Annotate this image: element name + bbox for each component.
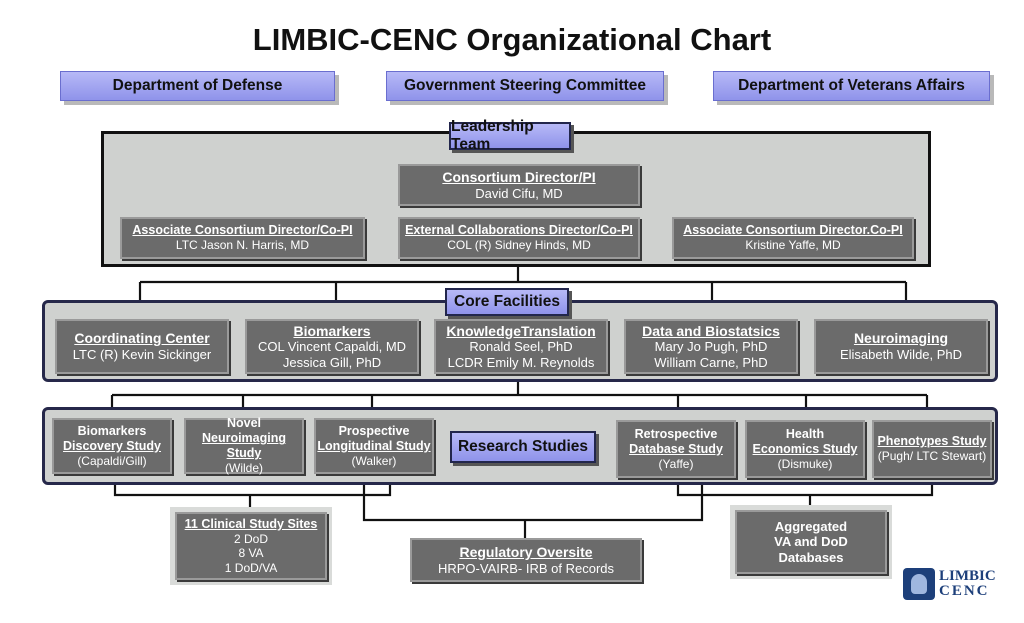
core-knowledge-translation-box: KnowledgeTranslation Ronald Seel, PhD LC… (434, 319, 608, 374)
study-title-line: Biomarkers (77, 423, 147, 438)
core-data-biostatistics-box: Data and Biostatsics Mary Jo Pugh, PhD W… (624, 319, 798, 374)
external-collaborations-title: External Collaborations Director/Co-PI (405, 223, 633, 238)
aggregated-line: Databases (778, 549, 844, 565)
study-title-line: Longitudinal Study (317, 438, 431, 453)
consortium-director-title: Consortium Director/PI (442, 168, 596, 185)
study-title-line: Prospective (338, 423, 410, 438)
core-title: KnowledgeTranslation (446, 322, 596, 339)
associate-director-1-name: LTC Jason N. Harris, MD (175, 238, 310, 253)
study-pi: (Walker) (351, 453, 397, 468)
clinical-sites-line: 2 DoD (233, 531, 268, 546)
aggregated-databases-box: Aggregated VA and DoD Databases (735, 510, 887, 574)
study-pi: (Pugh/ LTC Stewart) (877, 449, 987, 464)
external-collaborations-name: COL (R) Sidney Hinds, MD (447, 238, 591, 253)
aggregated-databases-frame: Aggregated VA and DoD Databases (730, 505, 892, 579)
core-neuroimaging-box: Neuroimaging Elisabeth Wilde, PhD (814, 319, 988, 374)
research-studies-label: Research Studies (450, 431, 596, 463)
study-pi: (Wilde) (225, 461, 263, 476)
external-collaborations-box: External Collaborations Director/Co-PI C… (398, 217, 640, 259)
clinical-sites-title: 11 Clinical Study Sites (184, 516, 318, 531)
study-title-line: Economics Study (752, 441, 858, 456)
core-coordinating-center-box: Coordinating Center LTC (R) Kevin Sickin… (55, 319, 229, 374)
study-retrospective-database-box: Retrospective Database Study (Yaffe) (616, 420, 736, 478)
clinical-sites-line: 1 DoD/VA (224, 560, 278, 575)
study-title-line: Novel (226, 416, 262, 431)
core-biomarkers-box: Biomarkers COL Vincent Capaldi, MD Jessi… (245, 319, 419, 374)
study-title-line: Retrospective (634, 426, 718, 441)
core-title: Data and Biostatsics (642, 322, 780, 339)
associate-director-1-title: Associate Consortium Director/Co-PI (132, 223, 353, 238)
core-line: Ronald Seel, PhD (469, 339, 573, 355)
department-of-defense-box: Department of Defense (60, 71, 335, 101)
logo-text-line: CENC (939, 583, 990, 599)
study-novel-neuroimaging-box: Novel Neuroimaging Study (Wilde) (184, 416, 304, 476)
core-line: LTC (R) Kevin Sickinger (72, 347, 212, 363)
associate-director-2-name: Kristine Yaffe, MD (745, 238, 841, 253)
core-title: Coordinating Center (74, 330, 210, 347)
government-steering-committee-box: Government Steering Committee (386, 71, 664, 101)
limbic-cenc-logo: LIMBIC CENC (903, 565, 1013, 603)
consortium-director-name: David Cifu, MD (475, 185, 563, 201)
study-biomarkers-discovery-box: Biomarkers Discovery Study (Capaldi/Gill… (52, 418, 172, 474)
associate-director-2-box: Associate Consortium Director.Co-PI Kris… (672, 217, 914, 259)
study-phenotypes-box: Phenotypes Study (Pugh/ LTC Stewart) (872, 420, 992, 478)
core-line: COL Vincent Capaldi, MD (257, 339, 407, 355)
associate-director-2-title: Associate Consortium Director.Co-PI (683, 223, 903, 238)
study-title-line: Phenotypes Study (877, 434, 987, 449)
brain-seal-icon (903, 568, 935, 600)
department-of-veterans-affairs-box: Department of Veterans Affairs (713, 71, 990, 101)
core-line: William Carne, PhD (654, 354, 768, 370)
study-pi: (Yaffe) (658, 456, 694, 471)
clinical-sites-box: 11 Clinical Study Sites 2 DoD 8 VA 1 DoD… (175, 512, 327, 580)
clinical-sites-line: 8 VA (238, 546, 264, 561)
core-line: Mary Jo Pugh, PhD (654, 339, 768, 355)
logo-text: LIMBIC CENC (939, 569, 996, 599)
core-line: Jessica Gill, PhD (282, 354, 382, 370)
core-line: LCDR Emily M. Reynolds (447, 354, 595, 370)
core-line: Elisabeth Wilde, PhD (839, 347, 963, 363)
study-title-line: Health (785, 426, 825, 441)
aggregated-line: Aggregated (774, 518, 848, 534)
associate-director-1-box: Associate Consortium Director/Co-PI LTC … (120, 217, 365, 259)
regulatory-oversight-line: HRPO-VAIRB- IRB of Records (437, 560, 615, 576)
regulatory-oversight-box: Regulatory Oversite HRPO-VAIRB- IRB of R… (410, 538, 642, 582)
consortium-director-box: Consortium Director/PI David Cifu, MD (398, 164, 640, 206)
core-facilities-label: Core Facilities (445, 288, 569, 316)
leadership-team-label: Leadership Team (449, 118, 571, 153)
study-pi: (Capaldi/Gill) (77, 453, 147, 468)
study-title-line: Neuroimaging Study (201, 431, 287, 461)
core-title: Biomarkers (293, 322, 371, 339)
regulatory-oversight-title: Regulatory Oversite (459, 543, 593, 560)
study-prospective-longitudinal-box: Prospective Longitudinal Study (Walker) (314, 418, 434, 474)
study-title-line: Database Study (629, 441, 723, 456)
aggregated-line: VA and DoD (774, 534, 848, 550)
logo-text-line: LIMBIC (939, 568, 996, 584)
clinical-sites-frame: 11 Clinical Study Sites 2 DoD 8 VA 1 DoD… (170, 507, 332, 585)
study-health-economics-box: Health Economics Study (Dismuke) (745, 420, 865, 478)
core-title: Neuroimaging (853, 330, 949, 347)
page-title: LIMBIC-CENC Organizational Chart (252, 22, 772, 57)
study-title-line: Discovery Study (63, 438, 161, 453)
study-pi: (Dismuke) (777, 456, 833, 471)
